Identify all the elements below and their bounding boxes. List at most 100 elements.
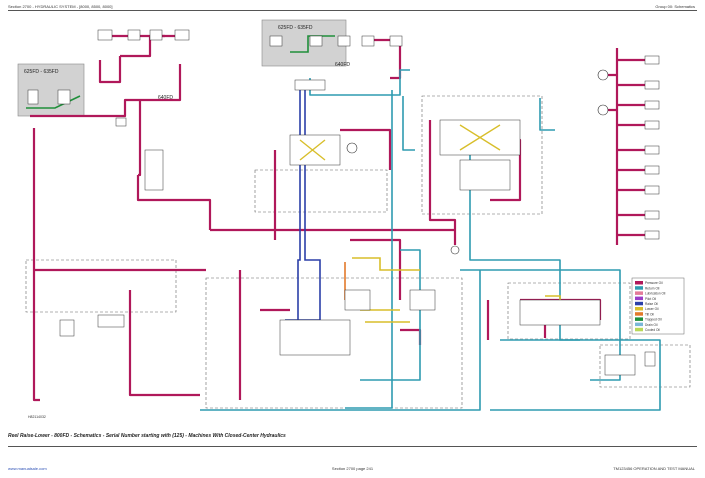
- cylinder-symbol: [644, 185, 660, 195]
- legend-swatch: [635, 286, 643, 290]
- valve-symbol: [149, 29, 163, 41]
- return-line: [402, 96, 415, 151]
- cylinder-symbol: [57, 89, 71, 105]
- right-cylinders: [644, 55, 660, 240]
- pressure-line: [400, 328, 422, 345]
- legend-item-9: Cooled Oil: [635, 327, 660, 332]
- return-line: [460, 269, 621, 381]
- return-line: [539, 98, 555, 131]
- footer-manual-id: TM123456 OPERATION AND TEST MANUAL: [613, 466, 695, 471]
- manifold-symbol: [294, 79, 326, 91]
- legend-swatch: [635, 327, 643, 332]
- pressure-line: [350, 238, 402, 300]
- cylinder-symbol: [644, 145, 660, 155]
- valve-stack: [144, 149, 164, 191]
- valve-symbol: [344, 289, 371, 311]
- legend-item-4: Raise Oil: [635, 301, 658, 306]
- model-label-top: 625FD - 635FD: [278, 25, 313, 31]
- legend-item-8: Drain Oil: [635, 322, 658, 327]
- legend-label: Return Oil: [645, 286, 660, 290]
- legend-label: Raise Oil: [645, 302, 658, 306]
- diagram-id: H82114032: [28, 415, 46, 419]
- cylinder-symbol: [309, 35, 323, 47]
- legend-label: Tilt Oil: [645, 312, 654, 316]
- footer-rule: [8, 446, 697, 447]
- legend-swatch: [635, 281, 643, 285]
- pressure-line: [138, 100, 142, 177]
- pump-symbol: [450, 245, 460, 255]
- raise-line: [304, 88, 321, 330]
- valve-symbol: [604, 354, 636, 376]
- enclosure-valve-block: [254, 169, 388, 213]
- valve-block: [519, 299, 601, 326]
- return-lines: [200, 69, 661, 411]
- pressure-line: [428, 120, 457, 245]
- crossover-mark: [299, 139, 326, 161]
- model-label-640-top: 640FD: [335, 62, 350, 68]
- valve-symbol: [409, 289, 436, 311]
- legend-label: Lower Oil: [645, 307, 659, 311]
- valve-symbol: [97, 314, 125, 328]
- legend-swatch: [635, 301, 643, 306]
- legend-item-0: Pressure Oil: [635, 281, 663, 285]
- pressure-line: [98, 56, 122, 84]
- cylinder-symbol: [644, 120, 660, 130]
- pressure-line: [365, 38, 402, 80]
- trapped-line: [26, 95, 81, 109]
- cylinder-symbol: [269, 35, 283, 47]
- page-header-right: Group 00: Schematics: [655, 4, 695, 9]
- enclosure-main-valve: [205, 277, 463, 409]
- filter-symbol: [644, 351, 656, 367]
- cylinder-symbol: [644, 210, 660, 220]
- legend-swatch: [635, 296, 643, 301]
- legend-label: Cooled Oil: [645, 328, 660, 332]
- footer-page-number: Section 2700 page 241: [331, 466, 374, 471]
- cylinder-symbol: [644, 165, 660, 175]
- cylinder-symbol: [361, 35, 375, 47]
- legend-swatch: [635, 322, 643, 327]
- legend-label: Pressure Oil: [645, 281, 663, 285]
- motor-symbol: [597, 69, 609, 81]
- pressure-line: [617, 58, 645, 237]
- raise-lines: [285, 88, 321, 330]
- components: [27, 29, 656, 376]
- cylinder-symbol: [337, 35, 351, 47]
- legend-item-5: Lower Oil: [635, 307, 659, 311]
- enclosure-right-lower: [507, 282, 631, 340]
- legend-swatch: [635, 312, 643, 316]
- pressure-line: [340, 128, 392, 170]
- legend-label: Pilot Oil: [645, 297, 656, 301]
- motors: [346, 69, 609, 255]
- legend-swatch: [635, 307, 643, 311]
- footer-link[interactable]: www.manualsale.com: [8, 466, 47, 471]
- enclosure-left-lower: [25, 259, 177, 313]
- cylinder-symbol: [644, 80, 660, 90]
- cylinder-symbol: [389, 35, 403, 47]
- motor-symbol: [597, 104, 609, 116]
- legend: Pressure Oil Return Oil Lubrication Oil …: [631, 277, 685, 335]
- valve-symbol: [127, 29, 141, 41]
- lower-line: [360, 309, 410, 323]
- pressure-lines: [30, 34, 645, 402]
- lower-line: [352, 257, 420, 271]
- raise-line: [297, 88, 301, 330]
- return-line: [345, 90, 393, 409]
- crossover-mark: [459, 124, 501, 151]
- return-line: [360, 249, 421, 381]
- legend-label: Trapped Oil: [645, 318, 662, 322]
- model-label-left: 625FD - 635FD: [24, 69, 59, 75]
- pressure-line: [32, 128, 40, 402]
- enclosure-right-valve: [421, 95, 543, 215]
- filter-symbol: [59, 319, 75, 337]
- model-label-640-left: 640FD: [158, 95, 173, 101]
- pressure-line: [136, 175, 212, 230]
- pressure-line: [30, 64, 182, 118]
- dashed-enclosures: [25, 95, 691, 409]
- legend-item-6: Tilt Oil: [635, 312, 654, 316]
- cylinder-symbol: [644, 55, 660, 65]
- cylinder-symbol: [644, 100, 660, 110]
- legend-swatch: [635, 291, 643, 295]
- legend-label: Lubrication Oil: [645, 292, 666, 296]
- legend-item-1: Return Oil: [635, 286, 660, 290]
